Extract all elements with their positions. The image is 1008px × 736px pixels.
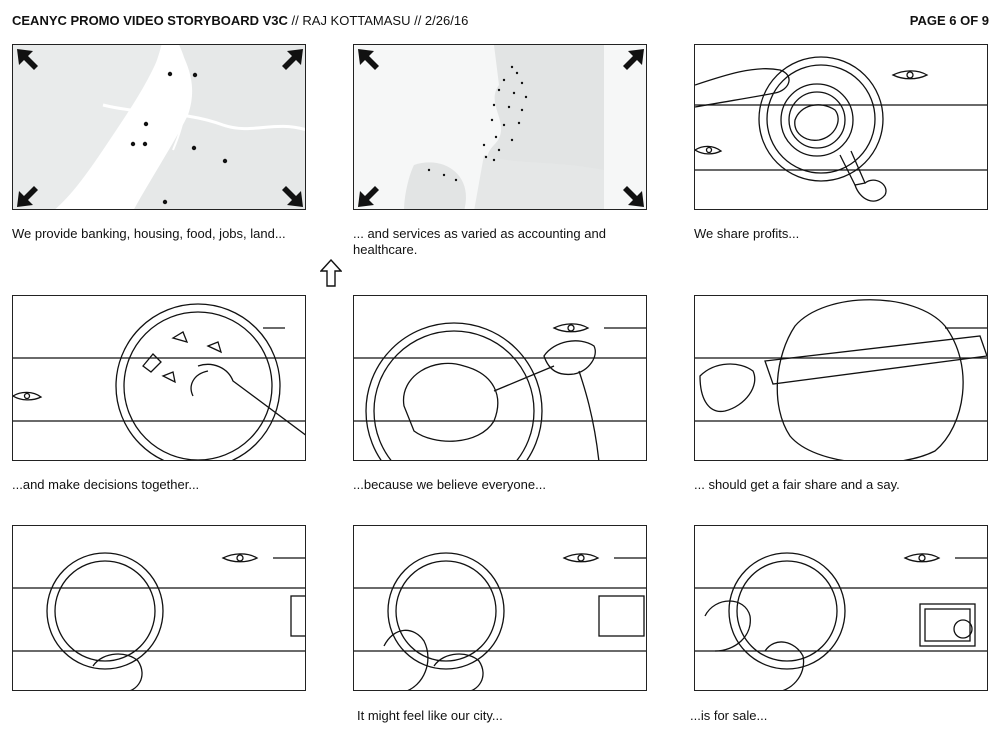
frame-caption: ... should get a fair share and a say. (694, 477, 900, 492)
sketch-illustration (354, 552, 646, 690)
storyboard-frame-8 (353, 525, 647, 691)
storyboard-frame-6 (694, 295, 988, 461)
frame-caption: ...and make decisions together... (12, 477, 200, 492)
sketch-illustration (695, 552, 987, 690)
diagonal-arrow-icon (17, 49, 303, 207)
sketch-illustration (695, 299, 987, 460)
storyboard-frame-3 (694, 44, 988, 210)
storyboard-frame-9 (694, 525, 988, 691)
diagonal-arrow-icon (358, 49, 644, 207)
map-illustration (13, 45, 305, 209)
frame-caption: ...because we believe everyone... (353, 477, 546, 492)
sketch-illustration (13, 303, 305, 460)
map-illustration (354, 45, 646, 209)
frame-caption: We share profits... (694, 226, 800, 241)
storyboard-frame-2 (353, 44, 647, 210)
frame-caption: It might feel like our city... (357, 708, 503, 723)
sketch-illustration (354, 322, 646, 460)
frame-caption: ... and services as varied as accounting… (353, 226, 606, 257)
frame-caption: ...is for sale... (690, 708, 768, 723)
storyboard-frame-5 (353, 295, 647, 461)
frame-caption: We provide banking, housing, food, jobs,… (12, 226, 286, 241)
up-arrow-icon (320, 259, 342, 287)
page-number: PAGE 6 OF 9 (909, 13, 989, 28)
sketch-illustration (13, 552, 305, 690)
storyboard-frame-1 (12, 44, 306, 210)
storyboard-title: CEANYC PROMO VIDEO STORYBOARD V3C // RAJ… (12, 13, 469, 28)
sketch-illustration (695, 56, 987, 202)
storyboard-frame-4 (12, 295, 306, 461)
storyboard-frame-7 (12, 525, 306, 691)
